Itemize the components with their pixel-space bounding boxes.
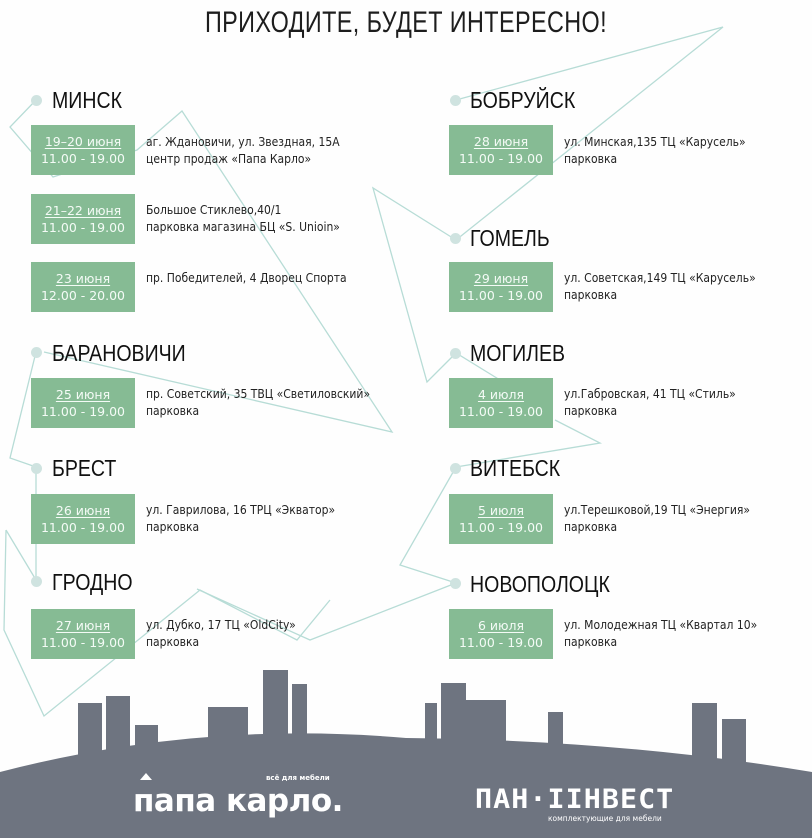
event-address: ул.Терешковой,19 ТЦ «Энергия» парковка	[564, 503, 751, 534]
event-time: 11.00 - 19.00	[40, 520, 126, 535]
city-heading-grodno: ГРОДНО	[52, 569, 133, 595]
city-dot-icon	[450, 578, 461, 589]
event-address: ул. Молодежная ТЦ «Квартал 10» парковка	[564, 618, 758, 649]
papa-karlo-tagline: всё для мебели	[266, 774, 330, 782]
event-address: ул. Гаврилова, 16 ТРЦ «Экватор» парковка	[146, 503, 336, 534]
date-box: 27 июня 11.00 - 19.00	[31, 609, 135, 659]
event-date: 4 июля	[477, 387, 525, 402]
event-date: 29 июня	[473, 271, 529, 286]
event-address: пр. Победителей, 4 Дворец Спорта	[146, 271, 347, 285]
date-box: 21–22 июня 11.00 - 19.00	[31, 194, 135, 244]
event-date: 21–22 июня	[44, 203, 122, 218]
paninvest-logo: ПАН·ІІНВЕСТ	[475, 784, 675, 815]
event-time: 12.00 - 20.00	[40, 288, 126, 303]
event-time: 11.00 - 19.00	[40, 151, 126, 166]
event-date: 25 июня	[55, 387, 111, 402]
event-address: ул. Дубко, 17 ТЦ «OldCity» парковка	[146, 618, 296, 649]
date-box: 5 июля 11.00 - 19.00	[449, 494, 553, 544]
city-dot-icon	[31, 576, 42, 587]
city-heading-gomel: ГОМЕЛЬ	[470, 225, 550, 251]
event-address: пр. Советский, 35 ТВЦ «Светиловский» пар…	[146, 387, 371, 418]
event-address: ул. Советская,149 ТЦ «Карусель» парковка	[564, 271, 756, 302]
event-date: 5 июля	[477, 503, 525, 518]
city-heading-novopolotsk: НОВОПОЛОЦК	[470, 571, 610, 597]
date-box: 4 июля 11.00 - 19.00	[449, 378, 553, 428]
date-box: 6 июля 11.00 - 19.00	[449, 609, 553, 659]
date-box: 26 июня 11.00 - 19.00	[31, 494, 135, 544]
date-box: 25 июня 11.00 - 19.00	[31, 378, 135, 428]
event-date: 28 июня	[473, 134, 529, 149]
event-address: Большое Стиклево,40/1 парковка магазина …	[146, 203, 340, 234]
event-time: 11.00 - 19.00	[458, 151, 544, 166]
paninvest-tagline: комплектующие для мебели	[548, 814, 662, 823]
papa-karlo-logo-hat-icon	[140, 773, 152, 780]
event-time: 11.00 - 19.00	[458, 288, 544, 303]
city-dot-icon	[31, 463, 42, 474]
event-date: 27 июня	[55, 618, 111, 633]
city-dot-icon	[31, 347, 42, 358]
event-time: 11.00 - 19.00	[458, 635, 544, 650]
city-heading-baranovichi: БАРАНОВИЧИ	[52, 340, 186, 366]
papa-karlo-logo: папа карло.	[133, 783, 343, 819]
page-title: ПРИХОДИТЕ, БУДЕТ ИНТЕРЕСНО!	[204, 6, 608, 39]
date-box: 29 июня 11.00 - 19.00	[449, 262, 553, 312]
event-date: 23 июня	[55, 271, 111, 286]
city-heading-vitebsk: ВИТЕБСК	[470, 455, 561, 481]
city-heading-minsk: МИНСК	[52, 87, 122, 113]
city-dot-icon	[31, 95, 42, 106]
city-skyline	[0, 670, 812, 838]
city-dot-icon	[450, 463, 461, 474]
date-box: 28 июня 11.00 - 19.00	[449, 125, 553, 175]
date-box: 23 июня 12.00 - 20.00	[31, 262, 135, 312]
event-time: 11.00 - 19.00	[458, 520, 544, 535]
city-dot-icon	[450, 348, 461, 359]
event-time: 11.00 - 19.00	[40, 404, 126, 419]
event-address: аг. Ждановичи, ул. Звездная, 15А центр п…	[146, 135, 340, 166]
event-address: ул. Минская,135 ТЦ «Карусель» парковка	[564, 135, 746, 166]
city-heading-bobruisk: БОБРУЙСК	[470, 87, 576, 113]
date-box: 19–20 июня 11.00 - 19.00	[31, 125, 135, 175]
event-date: 19–20 июня	[44, 134, 122, 149]
city-heading-mogilev: МОГИЛЕВ	[470, 340, 566, 366]
event-time: 11.00 - 19.00	[40, 220, 126, 235]
city-dot-icon	[450, 233, 461, 244]
event-date: 26 июня	[55, 503, 111, 518]
event-time: 11.00 - 19.00	[40, 635, 126, 650]
event-time: 11.00 - 19.00	[458, 404, 544, 419]
city-heading-brest: БРЕСТ	[52, 455, 117, 481]
event-address: ул.Габровская, 41 ТЦ «Стиль» парковка	[564, 387, 736, 418]
city-dot-icon	[450, 95, 461, 106]
event-date: 6 июля	[477, 618, 525, 633]
